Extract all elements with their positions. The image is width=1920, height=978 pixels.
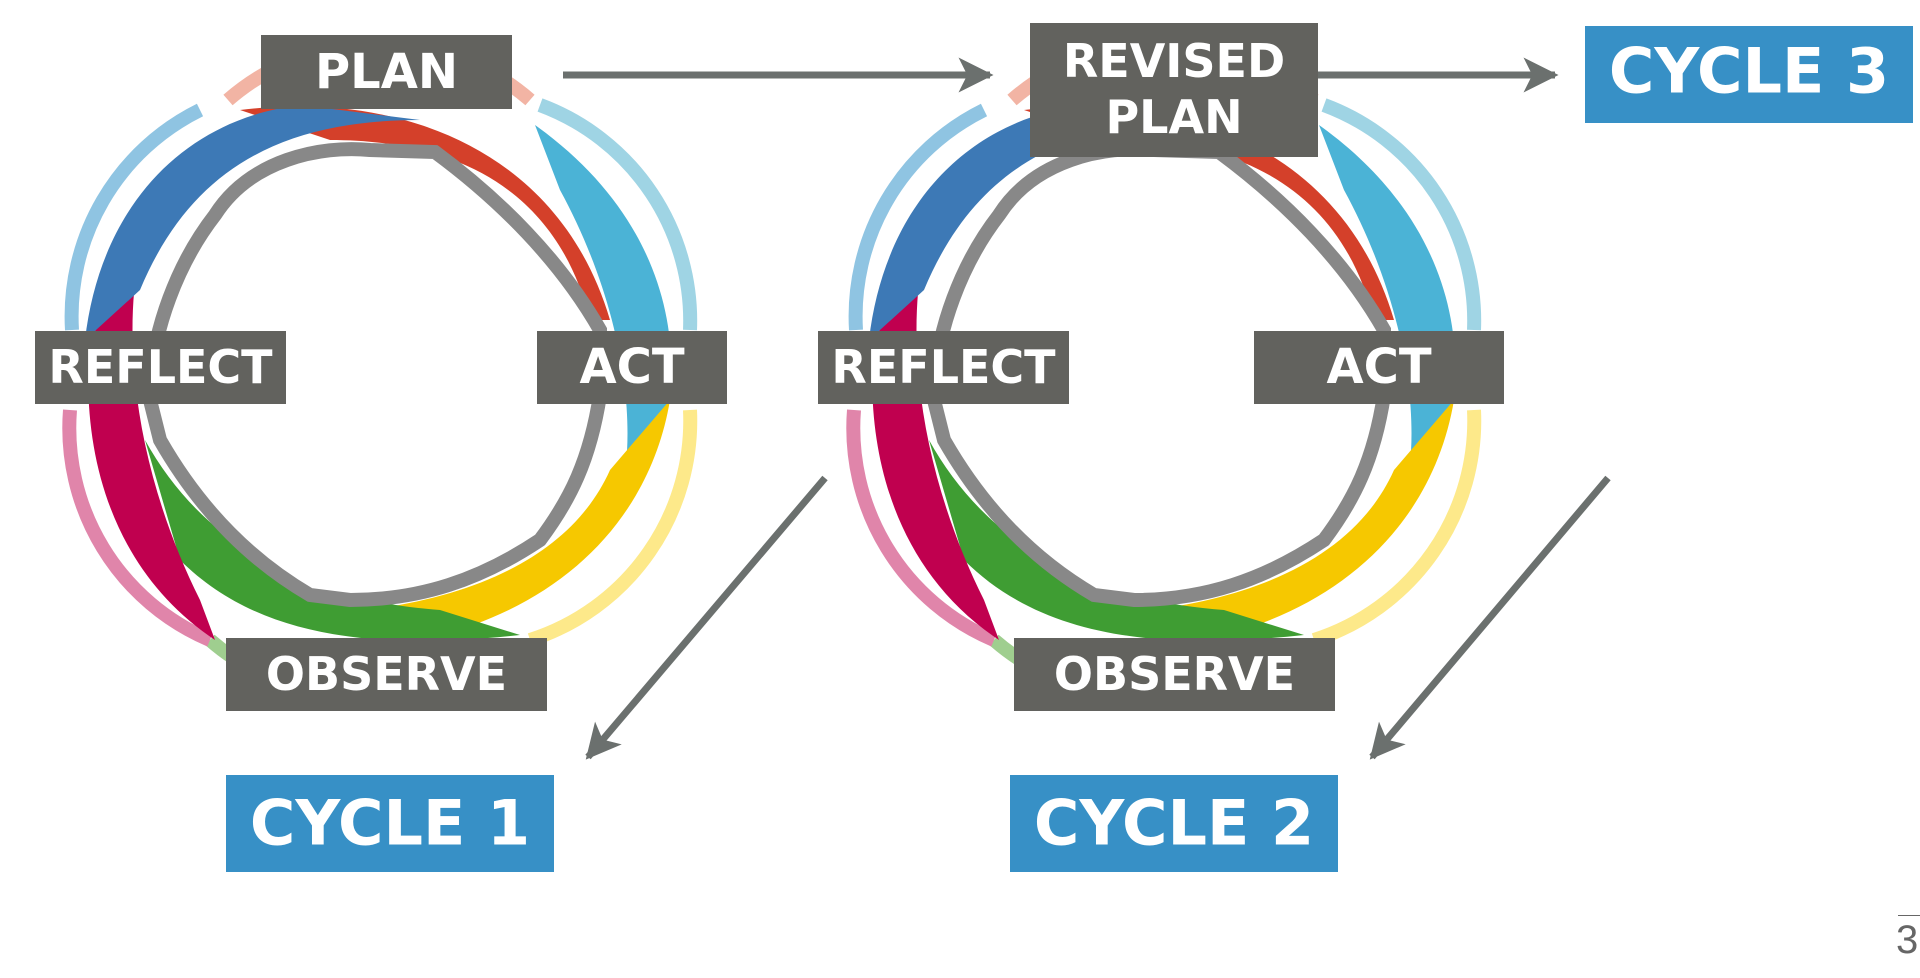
reflect-label-box: REFLECT — [818, 331, 1069, 404]
observe-label-box: OBSERVE — [1014, 638, 1335, 711]
observe-label: OBSERVE — [266, 647, 507, 701]
act-label-box: ACT — [537, 331, 727, 404]
observe-label-box: OBSERVE — [226, 638, 547, 711]
cycle-3-label: CYCLE 3 — [1609, 35, 1889, 108]
reflect-label-box: REFLECT — [35, 331, 286, 404]
revised-plan-label-line2: PLAN — [1105, 90, 1242, 144]
act-label: ACT — [1326, 339, 1431, 395]
reflect-label: REFLECT — [831, 340, 1056, 394]
revised-plan-label-box: REVISED PLAN — [1030, 23, 1318, 157]
cycle-2-box: CYCLE 2 — [1010, 775, 1338, 872]
cycle-2-label: CYCLE 2 — [1034, 787, 1314, 860]
reflect-label: REFLECT — [48, 340, 273, 394]
cycle-1: PLAN REFLECT ACT OBSERVE CYCLE 1 — [35, 35, 727, 872]
observe-label: OBSERVE — [1054, 647, 1295, 701]
page-number: 3 — [1896, 918, 1919, 962]
arrow-reflect-to-cycle-1 — [585, 475, 828, 760]
act-label-box: ACT — [1254, 331, 1504, 404]
page-number-rule — [1898, 915, 1920, 916]
arrow-reflect-to-cycle-2 — [1369, 475, 1611, 760]
cycle-3-box: CYCLE 3 — [1585, 26, 1913, 123]
cycle-1-box: CYCLE 1 — [226, 775, 554, 872]
cycle-2: REVISED PLAN REFLECT ACT OBSERVE CYCLE 2 — [818, 23, 1504, 872]
act-label: ACT — [579, 339, 684, 395]
plan-label-box: PLAN — [261, 35, 512, 109]
revised-plan-label-line1: REVISED — [1063, 34, 1285, 88]
flow-arrows — [563, 57, 1611, 760]
plan-label: PLAN — [315, 44, 458, 100]
cycle-1-label: CYCLE 1 — [250, 787, 530, 860]
